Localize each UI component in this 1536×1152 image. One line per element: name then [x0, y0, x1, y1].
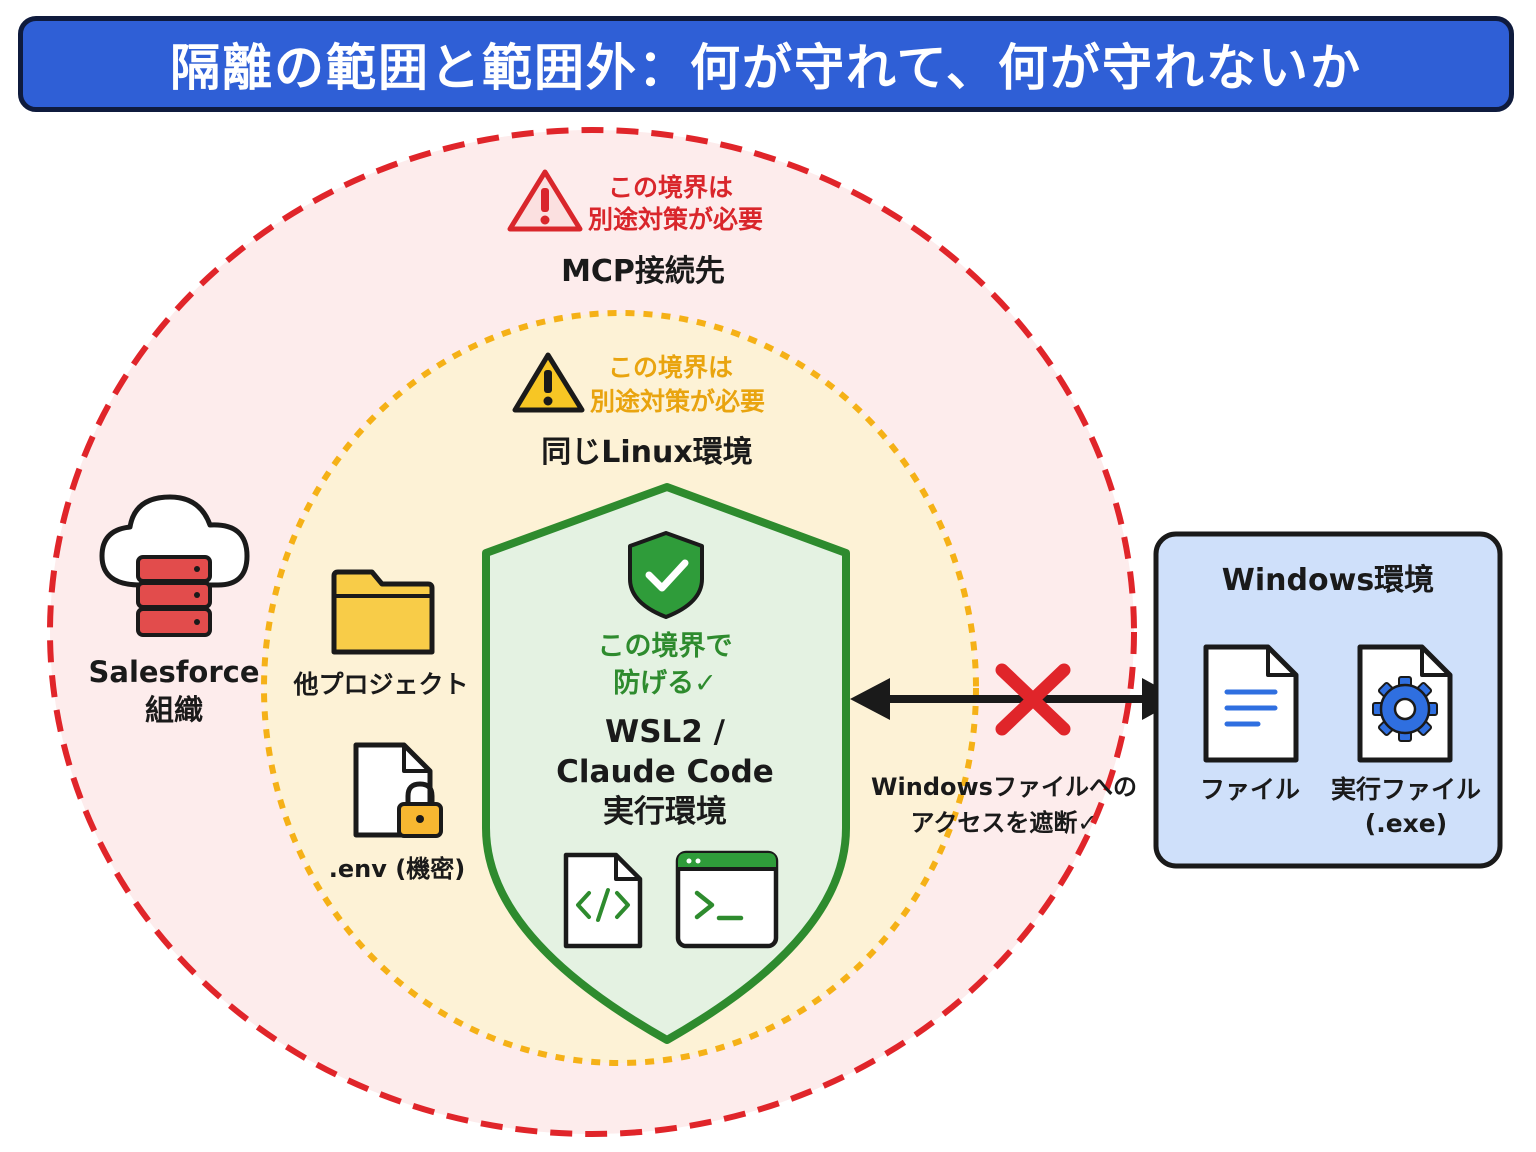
document-icon: [1203, 644, 1299, 763]
title-banner: 隔離の範囲と範囲外：何が守れて、何が守れないか: [18, 16, 1514, 112]
mcp-label: MCP接続先: [561, 254, 725, 289]
folder-icon: [331, 569, 435, 655]
terminal-icon: [675, 850, 779, 949]
page-title: 隔離の範囲と範囲外：何が守れて、何が守れないか: [170, 39, 1362, 97]
outer-warning-icon: [507, 169, 583, 232]
blocked-x-icon: [995, 663, 1071, 736]
salesforce-label-line2: 組織: [145, 693, 203, 727]
shield-title-line2: Claude Code: [556, 754, 774, 790]
env-file-label: .env (機密): [329, 855, 465, 883]
cloud-server-icon: [99, 494, 250, 637]
code-file-icon: [563, 852, 643, 949]
linux-label: 同じLinux環境: [541, 435, 752, 470]
shield-title-line3: 実行環境: [603, 794, 727, 830]
windows-label: Windows環境: [1222, 563, 1434, 598]
other-projects-label: 他プロジェクト: [292, 670, 468, 699]
middle-warning-icon: [512, 352, 585, 413]
windows-exe-label-line1: 実行ファイル: [1331, 775, 1481, 804]
middle-warning-line2: 別途対策が必要: [590, 387, 765, 416]
block-note-line1: Windowsファイルへの: [871, 773, 1137, 801]
salesforce-label-line1: Salesforce: [88, 655, 259, 689]
executable-file-icon: [1357, 644, 1453, 763]
shield-title-line1: WSL2 /: [605, 714, 726, 750]
shield-check-icon: [628, 531, 704, 619]
windows-exe-label-line2: (.exe): [1365, 809, 1447, 838]
protect-line2: 防げる✓: [613, 668, 717, 699]
locked-file-icon: [353, 742, 443, 838]
windows-environment-box: [1153, 531, 1503, 869]
outer-warning-line1: この境界は: [608, 173, 733, 202]
windows-file-label: ファイル: [1200, 775, 1300, 804]
outer-warning-line2: 別途対策が必要: [588, 205, 763, 234]
block-note-line2: アクセスを遮断✓: [911, 809, 1098, 837]
protect-line1: この境界で: [598, 631, 733, 662]
middle-warning-line1: この境界は: [608, 353, 733, 382]
